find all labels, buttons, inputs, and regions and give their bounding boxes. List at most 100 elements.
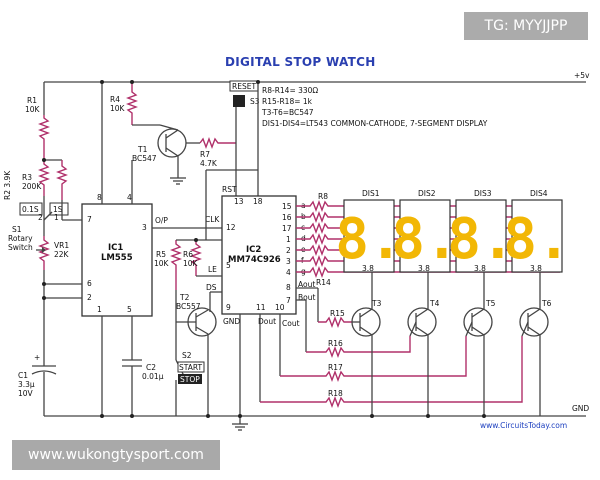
r3-resistor <box>38 160 50 196</box>
r2-resistor <box>56 160 68 200</box>
junction-dots <box>42 80 486 418</box>
s3-label-text: RESET <box>232 82 256 91</box>
display-dis4: DIS4 8. 3.8 <box>503 189 570 273</box>
display-dis3: DIS3 8. 3.8 <box>447 189 514 273</box>
c2-label: C2 <box>146 363 156 372</box>
r1-resistor <box>38 115 50 160</box>
svg-text:17: 17 <box>282 224 292 233</box>
svg-text:DIS2: DIS2 <box>418 189 436 198</box>
r16-label: R16 <box>328 339 343 348</box>
r1-label: R1 <box>27 96 37 105</box>
t1-transistor <box>157 128 187 158</box>
svg-text:9: 9 <box>226 303 231 312</box>
t4-label: T4 <box>429 299 440 308</box>
r15-label: R15 <box>330 309 345 318</box>
r2-label: R2 3.9K <box>3 170 12 200</box>
svg-text:Aout: Aout <box>298 280 315 289</box>
t1-label: T1 <box>137 145 148 154</box>
ic2-part: MM74C926 <box>228 255 281 265</box>
note-r8-r14: R8-R14= 330Ω <box>262 86 318 95</box>
ic1-lm555 <box>81 203 153 317</box>
svg-text:CLK: CLK <box>205 215 220 224</box>
s2-stop-label: STOP <box>180 375 200 384</box>
s1-switch-arm <box>43 211 53 221</box>
t6-transistor <box>519 272 549 416</box>
r17-resistor <box>280 336 467 382</box>
t5-label: T5 <box>485 299 496 308</box>
s1-pos-0-1s-box <box>19 202 43 216</box>
r17-label: R17 <box>328 363 343 372</box>
svg-text:18: 18 <box>253 197 263 206</box>
ic1-name: IC1 <box>108 243 123 253</box>
svg-text:2: 2 <box>286 246 291 255</box>
s1-label: S1 <box>12 225 22 234</box>
r14-label: R14 <box>316 278 331 287</box>
svg-text:5: 5 <box>127 305 132 314</box>
t3-transistor <box>351 272 381 416</box>
c1-value: 3.3µ <box>18 380 35 389</box>
r5-value: 10K <box>154 259 170 268</box>
r6-value: 10K <box>183 259 199 268</box>
s3-label: S3 <box>250 97 260 106</box>
svg-text:3.8: 3.8 <box>474 264 486 273</box>
vr1-label: VR1 <box>54 241 69 250</box>
r15-resistor <box>318 316 352 328</box>
svg-text:16: 16 <box>282 213 292 222</box>
svg-text:1: 1 <box>54 213 59 222</box>
ic2-mm74c926 <box>221 195 297 315</box>
r16-resistor <box>306 336 411 358</box>
svg-text:Bout: Bout <box>298 293 315 302</box>
svg-text:8.: 8. <box>335 207 402 272</box>
svg-text:10: 10 <box>275 303 285 312</box>
reset-button-icon <box>233 95 245 107</box>
svg-text:5: 5 <box>226 261 231 270</box>
r7-resistor <box>199 137 236 149</box>
r8-label: R8 <box>318 192 328 201</box>
ic2-rst: RST <box>222 185 237 194</box>
t2-label: T2 <box>179 293 190 302</box>
vr1-value: 22K <box>54 250 70 259</box>
s1-pos2: 1S <box>53 205 63 214</box>
svg-text:4: 4 <box>286 268 291 277</box>
t5-transistor <box>463 272 493 416</box>
t1-part: BC547 <box>132 154 157 163</box>
gnd-label: GND <box>572 404 589 413</box>
ic1-part: LM555 <box>101 253 133 263</box>
svg-text:3: 3 <box>142 223 147 232</box>
svg-text:7: 7 <box>87 215 92 224</box>
r5-label: R5 <box>156 250 166 259</box>
svg-text:3.8: 3.8 <box>418 264 430 273</box>
svg-text:1: 1 <box>286 235 291 244</box>
s2-label: S2 <box>182 351 192 360</box>
svg-text:8.: 8. <box>503 207 570 272</box>
svg-text:+: + <box>34 353 40 362</box>
s1-desc2: Switch <box>8 243 33 252</box>
r1-value: 10K <box>25 105 41 114</box>
svg-text:8: 8 <box>286 283 291 292</box>
ic2-name: IC2 <box>246 245 261 255</box>
credit-link[interactable]: www.CircuitsToday.com <box>480 421 567 430</box>
r5-resistor <box>170 240 182 290</box>
svg-text:8: 8 <box>97 193 102 202</box>
svg-text:8.: 8. <box>391 207 458 272</box>
r18-resistor <box>260 336 523 408</box>
svg-text:2: 2 <box>87 293 92 302</box>
r4-label: R4 <box>110 95 120 104</box>
svg-text:12: 12 <box>226 223 236 232</box>
svg-text:6: 6 <box>87 279 92 288</box>
svg-text:3: 3 <box>286 257 291 266</box>
svg-text:DIS4: DIS4 <box>530 189 548 198</box>
c1-plate-bottom <box>31 370 57 375</box>
svg-text:DIS1: DIS1 <box>362 189 380 198</box>
svg-text:3.8: 3.8 <box>362 264 374 273</box>
segment-lines: a b c d e f g <box>296 200 560 278</box>
t2-part: BC557 <box>176 302 201 311</box>
s1-pos-1s-box <box>49 202 69 216</box>
note-displays: DIS1-DIS4=LT543 COMMON-CATHODE, 7-SEGMEN… <box>262 119 488 128</box>
svg-text:7: 7 <box>286 296 291 305</box>
r6-label: R6 <box>183 250 193 259</box>
r4-value: 10K <box>110 104 126 113</box>
s1-desc1: Rotary <box>8 234 33 243</box>
svg-text:8.: 8. <box>447 207 514 272</box>
